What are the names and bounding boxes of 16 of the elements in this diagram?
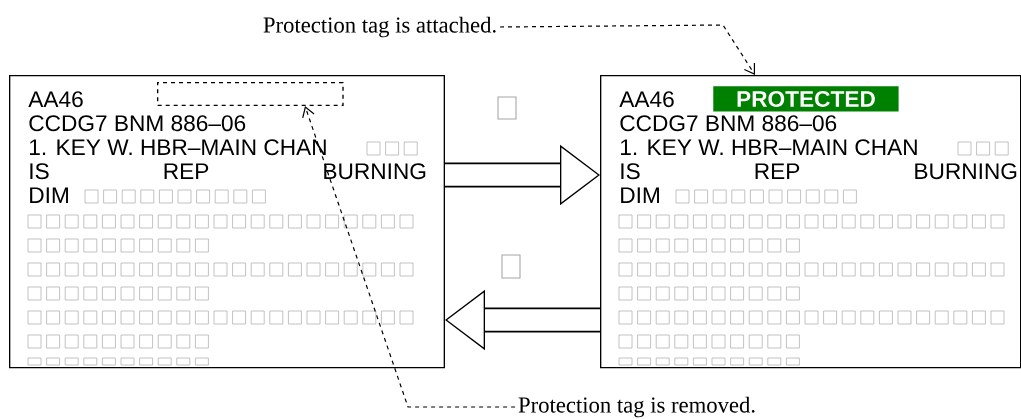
screen-text: DIM	[621, 187, 659, 203]
dashed-box	[157, 82, 344, 106]
caption-text: Protection tag is removed.	[518, 396, 755, 418]
screen-text: 1. KEY W. HBR–MAIN CHAN	[30, 139, 326, 156]
leader-line	[302, 106, 516, 408]
screen-text: AA46	[28, 91, 83, 108]
screen-text: CCDG7 BNM 886–06	[29, 115, 246, 132]
screen-text: 1. KEY W. HBR–MAIN CHAN	[621, 139, 917, 156]
screen-text: IS REP BURNING	[621, 163, 1017, 180]
leader-line	[499, 24, 756, 75]
screen-text: AA46	[619, 91, 674, 108]
screen-text: IS REP BURNING	[30, 163, 426, 180]
caption-text: Protection tag is attached.	[263, 16, 496, 38]
screen-text: CCDG7 BNM 886–06	[620, 115, 837, 132]
status-badge: PROTECTED	[713, 86, 899, 112]
screen-text: DIM	[30, 187, 68, 203]
